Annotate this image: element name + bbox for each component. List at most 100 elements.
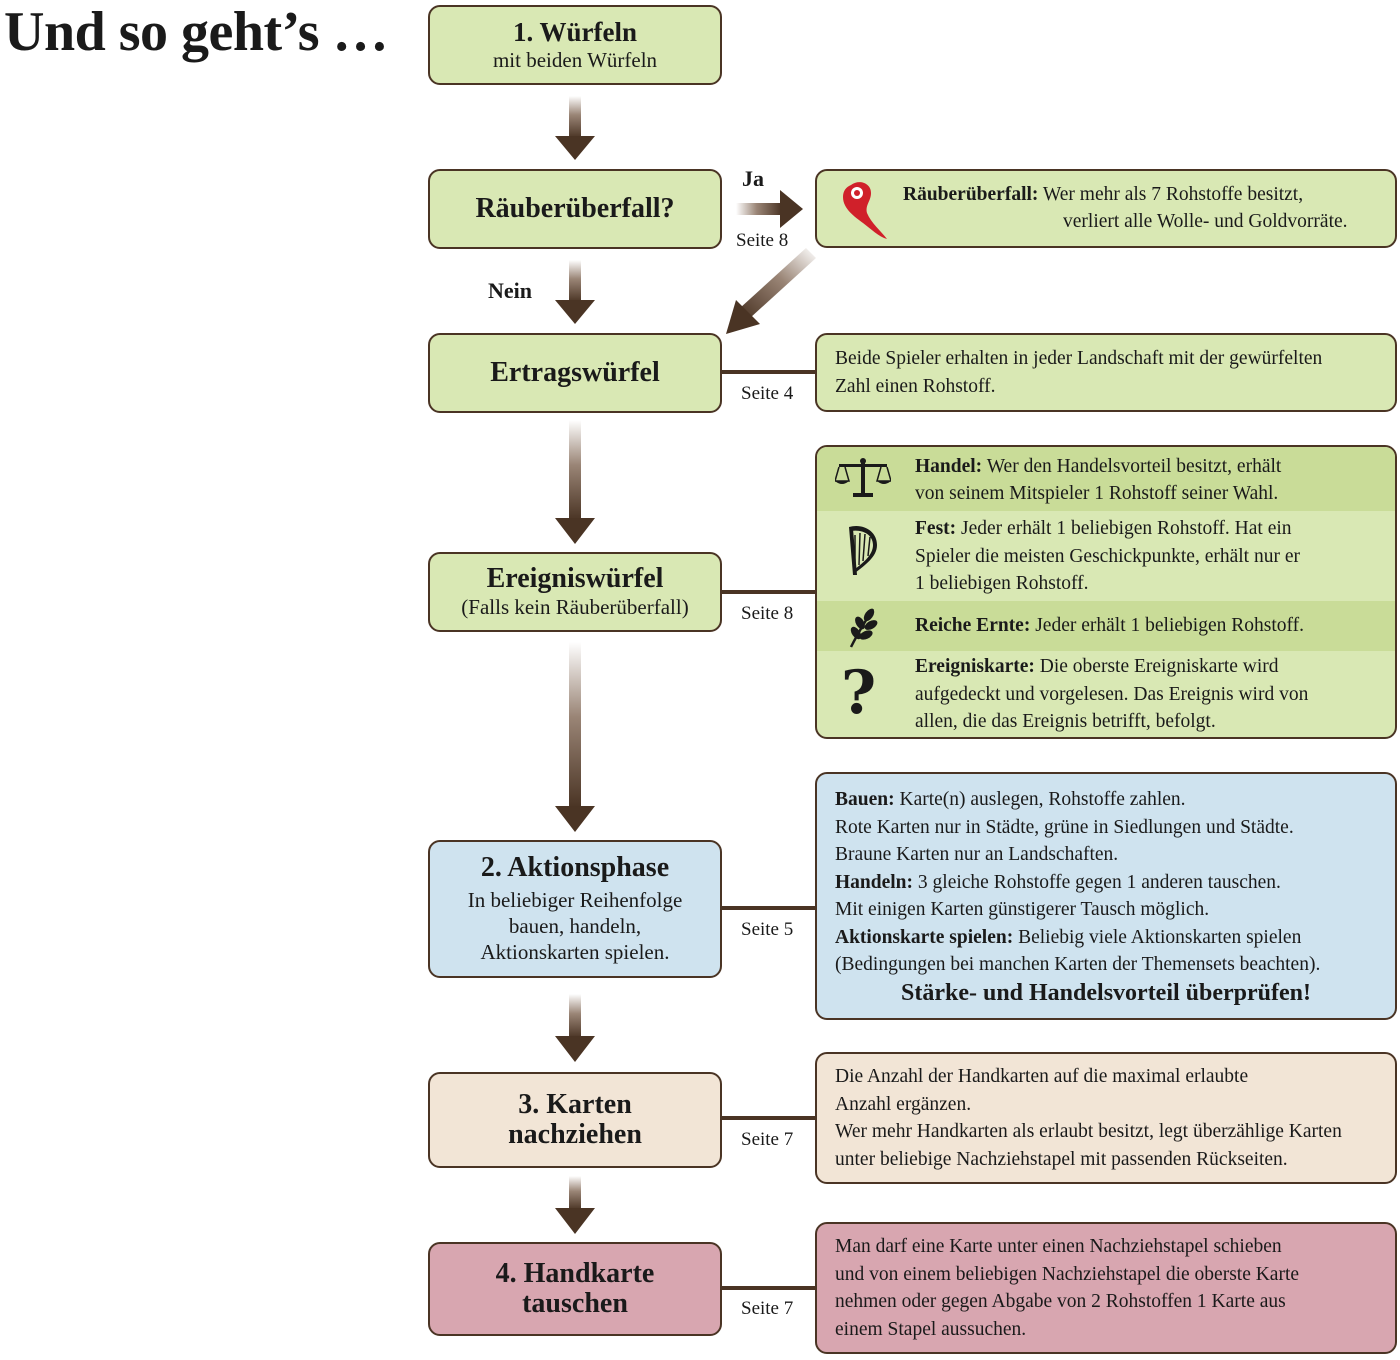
aktion-bauen-bold: Bauen: [835, 789, 895, 810]
info-raeuber-line2: verliert alle Wolle- und Goldvorräte. [1063, 211, 1348, 232]
ereignis-ernte-text: Reiche Ernte: Jeder erhält 1 beliebigen … [915, 612, 1304, 639]
handkarte-line1: Man darf eine Karte unter einen Nachzieh… [835, 1236, 1282, 1257]
connector-ertrag [722, 370, 816, 374]
arrow-raeuber-info-ertrag [726, 248, 816, 334]
aktion-aktion-bold: Aktionskarte spielen: [835, 926, 1014, 948]
scales-icon [835, 458, 891, 497]
step-aktion-title: 2. Aktionsphase [480, 852, 670, 883]
info-ertrag: Beide Spieler erhalten in jeder Landscha… [815, 333, 1397, 412]
arrow-ereignis-aktion [555, 642, 595, 832]
page-title: Und so geht’s … [4, 1, 389, 63]
connector-aktion [722, 906, 816, 910]
karten-line3: Wer mehr Handkarten als erlaubt besitzt,… [835, 1121, 1342, 1142]
wheat-icon [849, 608, 878, 648]
aktion-handeln-bold: Handeln: [835, 871, 914, 893]
info-karten: Die Anzahl der Handkarten auf die maxima… [815, 1052, 1397, 1184]
ereignis-row-ernte: Reiche Ernte: Jeder erhält 1 beliebigen … [817, 601, 1395, 651]
aktion-bauen2: Rote Karten nur in Städte, grüne in Sied… [835, 816, 1294, 838]
info-raeuber-line1: Wer mehr als 7 Rohstoffe besitzt, [1038, 184, 1304, 205]
ereignis-handel-bold: Handel: [915, 456, 983, 477]
ereignis-karte-line2: aufgedeckt und vorgelesen. Das Ereignis … [915, 683, 1309, 705]
info-raeuber: Räuberüberfall: Wer mehr als 7 Rohstoffe… [815, 169, 1397, 248]
step-raeuber-title: Räuberüberfall? [475, 193, 675, 224]
info-ertrag-line2: Zahl einen Rohstoff. [835, 375, 996, 397]
step-ereignis: Ereigniswürfel (Falls kein Räuberüberfal… [428, 552, 722, 632]
aktion-bauen3: Braune Karten nur an Landschaften. [835, 844, 1119, 865]
question-mark-icon: ? [841, 658, 877, 728]
connector-karten [722, 1116, 816, 1120]
karten-line4: unter beliebige Nachziehstapel mit passe… [835, 1148, 1288, 1170]
karten-line1: Die Anzahl der Handkarten auf die maxima… [835, 1066, 1249, 1087]
step-wuerfeln: 1. Würfeln mit beiden Würfeln [428, 5, 722, 85]
ereignis-handel-text: Handel: Wer den Handelsvorteil besitzt, … [915, 453, 1281, 507]
step-wuerfeln-title: 1. Würfeln [512, 17, 637, 47]
ereignis-fest-line1: Jeder erhält 1 beliebigen Rohstoff. Hat … [956, 518, 1292, 539]
step-raeuber: Räuberüberfall? [428, 169, 722, 249]
aktion-handeln1: 3 gleiche Rohstoffe gegen 1 anderen taus… [913, 871, 1281, 893]
ja-label: Ja [742, 166, 764, 191]
arrow-raeuber-ertrag [555, 260, 595, 324]
ereignis-row-handel: Handel: Wer den Handelsvorteil besitzt, … [817, 447, 1395, 511]
ereignis-fest-bold: Fest: [915, 518, 957, 539]
aktion-aktion1: Beliebig viele Aktionskarten spielen [1013, 926, 1302, 948]
ereignis-handel-line1: Wer den Handelsvorteil besitzt, erhält [982, 456, 1282, 477]
robber-icon [843, 182, 887, 239]
step-handkarte: 4. Handkarte tauschen [428, 1242, 722, 1336]
step-karten-title1: 3. Karten [518, 1089, 632, 1120]
ereignis-handel-line2: von seinem Mitspieler 1 Rohstoff seiner … [915, 483, 1279, 504]
seite-handkarte: Seite 7 [741, 1298, 794, 1319]
harp-icon [849, 525, 877, 575]
ereignis-ernte-line1: Jeder erhält 1 beliebigen Rohstoff. [1030, 615, 1304, 636]
aktion-bauen1: Karte(n) auslegen, Rohstoffe zahlen. [894, 789, 1186, 810]
step-handkarte-title1: 4. Handkarte [495, 1258, 655, 1289]
arrow-aktion-karten [555, 994, 595, 1062]
seite-raeuber: Seite 8 [736, 230, 789, 251]
step-aktion-sub1: In beliebiger Reihenfolge [467, 888, 683, 912]
step-ereignis-sub: (Falls kein Räuberüberfall) [461, 595, 689, 619]
info-ereignis: Handel: Wer den Handelsvorteil besitzt, … [815, 445, 1397, 739]
step-ertrag: Ertragswürfel [428, 333, 722, 413]
info-ertrag-line1: Beide Spieler erhalten in jeder Landscha… [835, 348, 1323, 369]
info-handkarte: Man darf eine Karte unter einen Nachzieh… [815, 1222, 1397, 1354]
connector-handkarte [722, 1286, 816, 1290]
info-aktion: Bauen: Karte(n) auslegen, Rohstoffe zahl… [815, 772, 1397, 1020]
arrow-karten-handkarte [555, 1176, 595, 1234]
step-aktion-sub2: bauen, handeln, [508, 914, 642, 938]
ereignis-ernte-bold: Reiche Ernte: [915, 615, 1031, 636]
step-ertrag-title: Ertragswürfel [490, 357, 660, 388]
step-aktion-sub3: Aktionskarten spielen. [480, 940, 670, 964]
ereignis-fest-text: Fest: Jeder erhält 1 beliebigen Rohstoff… [915, 515, 1300, 598]
nein-label: Nein [488, 278, 532, 303]
aktion-final: Stärke- und Handelsvorteil überprüfen! [900, 980, 1311, 1006]
step-karten: 3. Karten nachziehen [428, 1072, 722, 1168]
arrow-wuerfeln-raeuber [555, 96, 595, 160]
info-raeuber-text: Räuberüberfall: Wer mehr als 7 Rohstoffe… [903, 181, 1348, 235]
ereignis-karte-line1: Die oberste Ereigniskarte wird [1034, 656, 1279, 677]
step-handkarte-title2: tauschen [522, 1288, 628, 1319]
handkarte-line3: nehmen oder gegen Abgabe von 2 Rohstoffe… [835, 1291, 1286, 1312]
info-aktion-text: Bauen: Karte(n) auslegen, Rohstoffe zahl… [835, 786, 1320, 979]
karten-line2: Anzahl ergänzen. [835, 1093, 972, 1115]
step-karten-title2: nachziehen [508, 1119, 642, 1150]
ereignis-fest-line3: 1 beliebigen Rohstoff. [915, 573, 1089, 594]
step-aktion: 2. Aktionsphase In beliebiger Reihenfolg… [428, 840, 722, 978]
aktion-handeln2: Mit einigen Karten günstigerer Tausch mö… [835, 899, 1210, 920]
ereignis-karte-text: Ereigniskarte: Die oberste Ereigniskarte… [915, 653, 1308, 736]
handkarte-line4: einem Stapel aussuchen. [835, 1318, 1027, 1340]
ereignis-row-fest: Fest: Jeder erhält 1 beliebigen Rohstoff… [817, 511, 1395, 601]
aktion-aktion2: (Bedingungen bei manchen Karten der Them… [835, 954, 1321, 975]
arrow-ertrag-ereignis [555, 420, 595, 544]
ereignis-fest-line2: Spieler die meisten Geschickpunkte, erhä… [915, 545, 1300, 567]
ereignis-row-karte: ? Ereigniskarte: Die oberste Ereigniskar… [817, 651, 1395, 737]
step-ereignis-title: Ereigniswürfel [486, 563, 664, 594]
seite-ereignis: Seite 8 [741, 603, 794, 624]
connector-ereignis [722, 590, 816, 594]
ereignis-karte-line3: allen, die das Ereignis betrifft, befolg… [915, 711, 1216, 732]
step-wuerfeln-sub: mit beiden Würfeln [492, 48, 658, 72]
handkarte-line2: und von einem beliebigen Nachziehstapel … [835, 1263, 1300, 1285]
ereignis-karte-bold: Ereigniskarte: [915, 656, 1035, 677]
info-raeuber-bold: Räuberüberfall: [903, 184, 1039, 205]
seite-ertrag: Seite 4 [741, 383, 794, 404]
seite-aktion: Seite 5 [741, 919, 794, 940]
